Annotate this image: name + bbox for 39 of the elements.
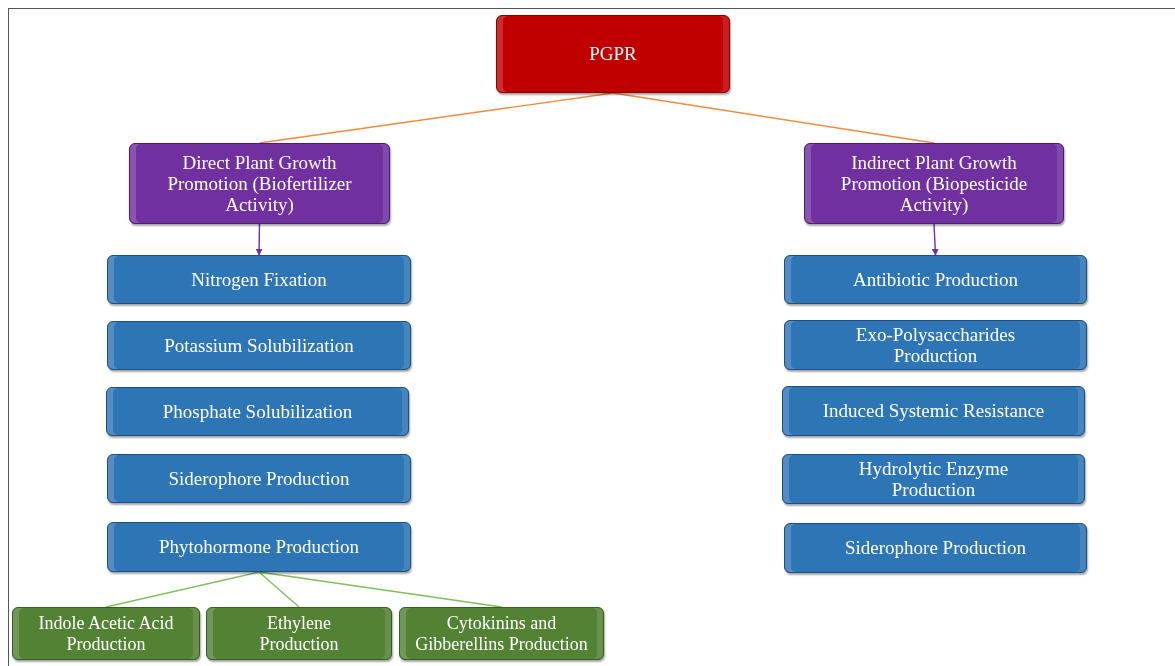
box-label: Phosphate Solubilization — [162, 400, 353, 423]
box-label: Hydrolytic Enzyme Production — [857, 457, 1010, 501]
category-box — [129, 143, 390, 224]
process-box — [784, 255, 1087, 304]
connector-line — [258, 571, 300, 608]
category-box — [804, 143, 1064, 224]
box-label: Siderophore Production — [845, 537, 1026, 559]
process-box — [782, 454, 1085, 504]
box-label: Phytohormone Production — [159, 536, 359, 558]
arrow — [931, 223, 939, 256]
box-label: Exo-Polysaccharides Production — [854, 323, 1017, 367]
arrow — [255, 223, 263, 256]
subprocess-box — [206, 607, 392, 660]
process-box — [107, 454, 411, 503]
process-box — [784, 523, 1087, 573]
process-box — [106, 387, 409, 436]
box-label: Nitrogen Fixation — [191, 268, 327, 291]
box-label: Direct Plant Growth Promotion (Biofertilizer Activity) — [166, 151, 353, 216]
box-label: Indirect Plant Growth Promotion (Biopesticide Activity) — [839, 151, 1029, 216]
box-label: Siderophore Production — [168, 467, 350, 490]
process-box — [107, 522, 411, 572]
root-box — [496, 15, 730, 93]
process-box — [784, 320, 1087, 370]
box-label: Cytokinins and Gibberellins Production — [414, 612, 589, 655]
box-label: Potassium Solubilization — [164, 334, 354, 357]
connector-line — [258, 571, 503, 608]
box-label: Antibiotic Production — [852, 268, 1019, 291]
subprocess-box — [399, 607, 604, 660]
box-label: Indole Acetic Acid Production — [37, 612, 175, 655]
process-box — [782, 386, 1085, 436]
process-box — [107, 321, 411, 370]
box-label: Induced Systemic Resistance — [822, 400, 1045, 422]
process-box — [107, 255, 411, 304]
connector-line — [612, 92, 935, 144]
connector-line — [258, 92, 614, 144]
box-label: PGPR — [589, 43, 637, 65]
box-label: Ethylene Production — [258, 612, 340, 655]
connector-line — [105, 571, 260, 608]
subprocess-box — [12, 607, 200, 660]
